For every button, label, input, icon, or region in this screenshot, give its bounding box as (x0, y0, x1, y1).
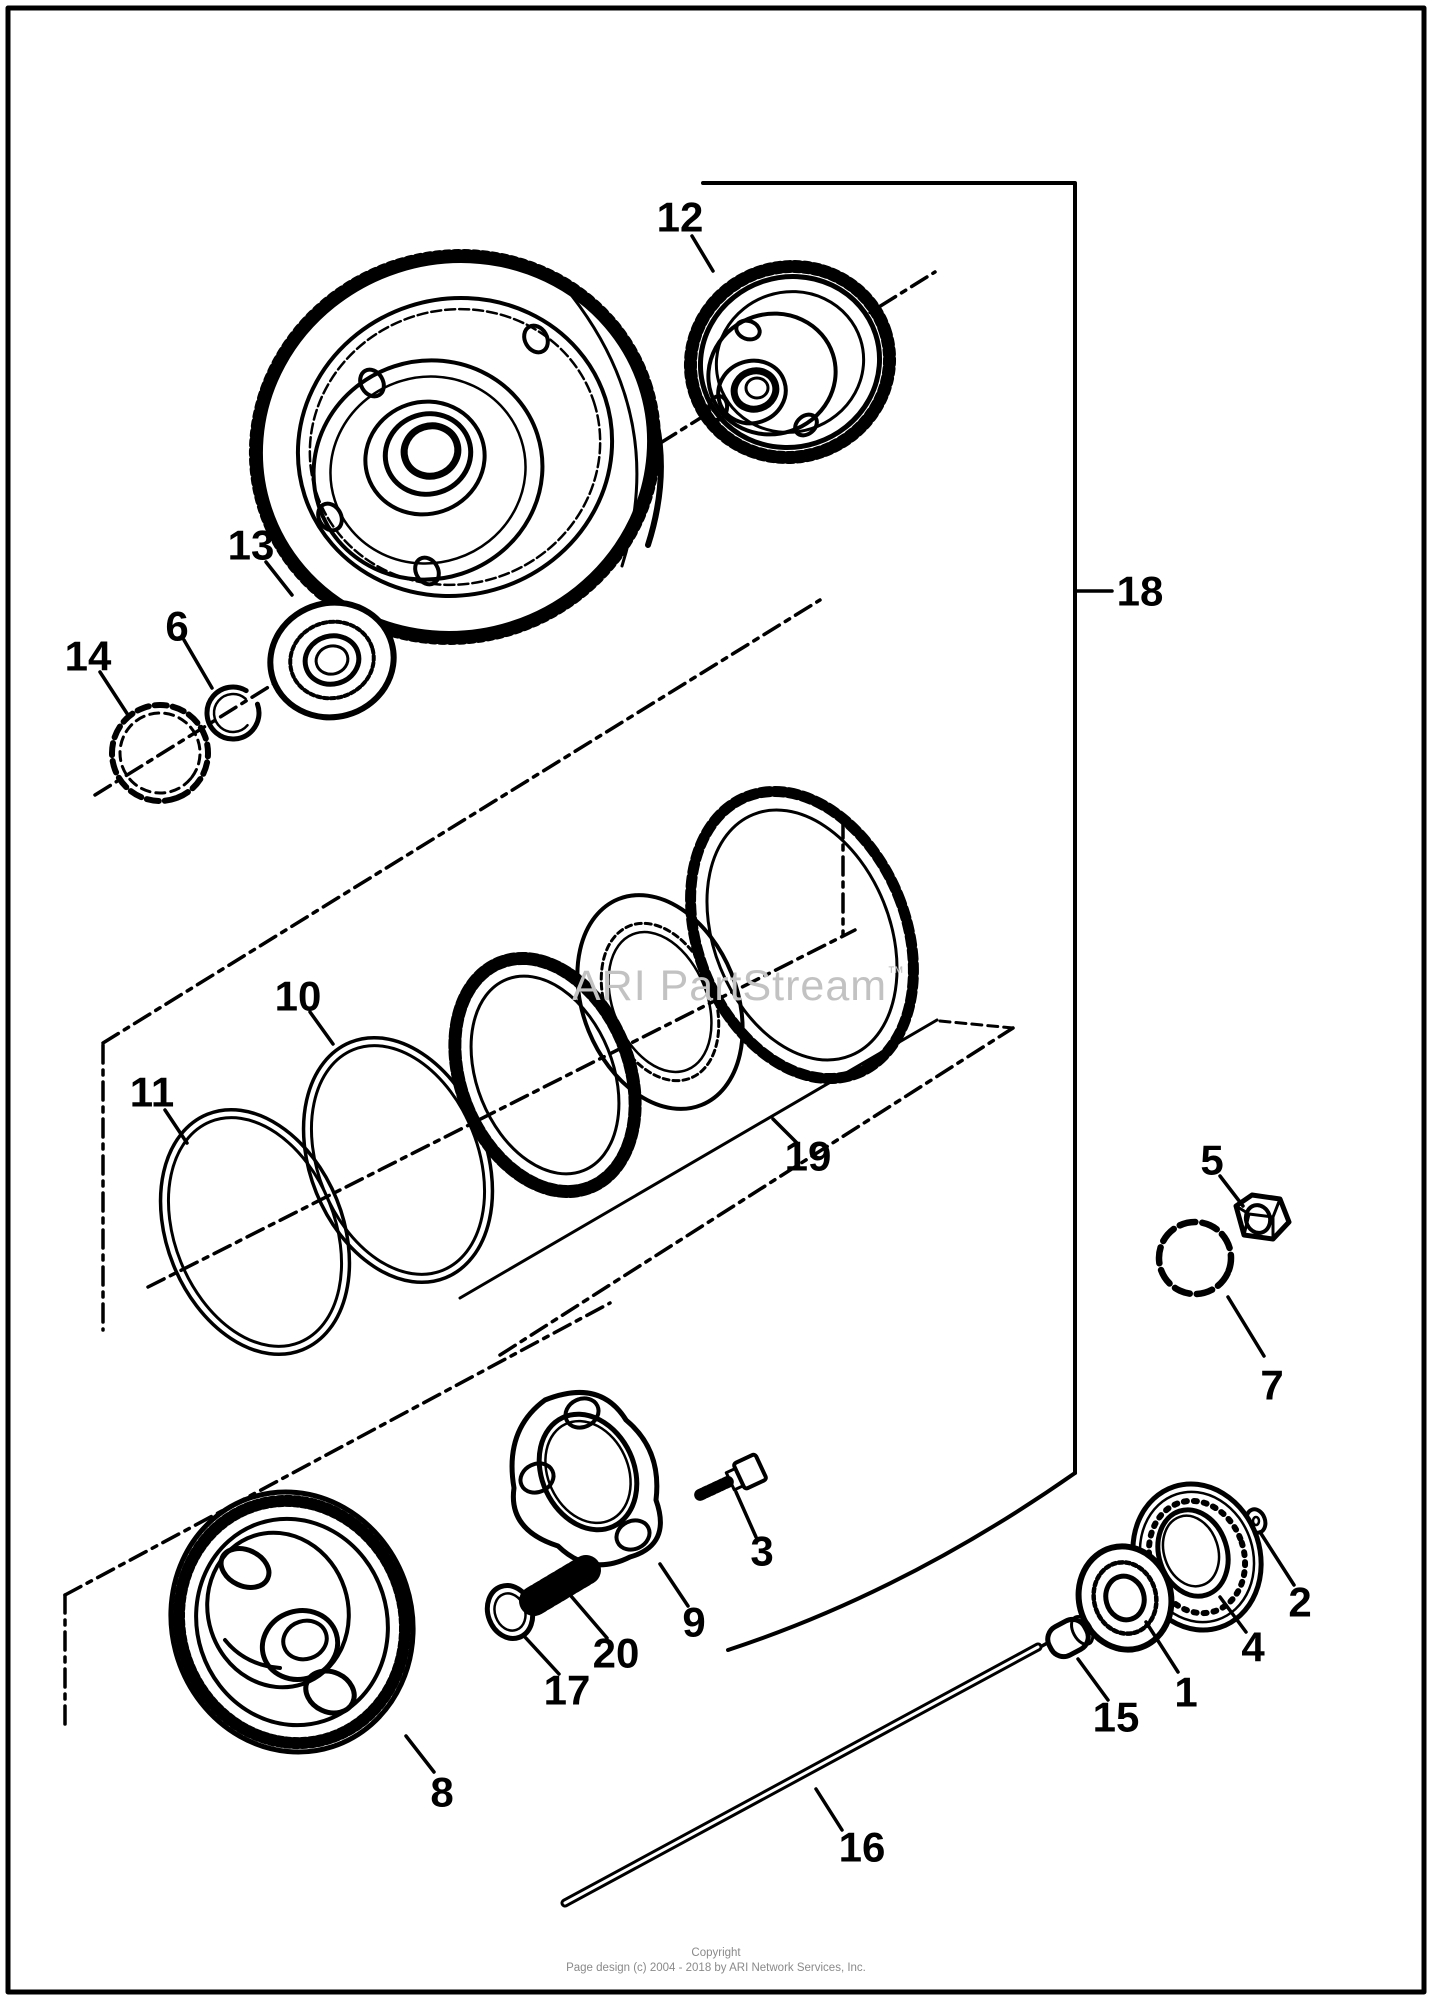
watermark-text: ARI PartStream (572, 962, 888, 1010)
callout-18[interactable]: 18 (1117, 568, 1164, 615)
part-17-washer (484, 1583, 536, 1641)
leader-line-9 (658, 1562, 690, 1608)
leader-line-17 (522, 1634, 561, 1676)
part-14-snap-ring (109, 702, 211, 804)
leader-line-3 (734, 1490, 758, 1539)
copyright-line2: Page design (c) 2004 - 2018 by ARI Netwo… (566, 1961, 866, 1974)
leader-line-19 (771, 1117, 799, 1145)
leader-line-2 (1258, 1530, 1296, 1587)
callout-1[interactable]: 1 (1174, 1669, 1197, 1716)
callout-16[interactable]: 16 (839, 1824, 886, 1871)
leader-line-11 (163, 1108, 189, 1145)
part-5-nut (1233, 1192, 1292, 1242)
callout-17[interactable]: 17 (544, 1667, 591, 1714)
leader-line-12 (690, 234, 715, 273)
leader-line-5 (1218, 1174, 1245, 1208)
callout-14[interactable]: 14 (65, 633, 112, 680)
leader-line-14 (98, 670, 130, 717)
callout-5[interactable]: 5 (1200, 1137, 1223, 1184)
part-19-plate-stack (448, 785, 919, 1199)
part-15-bushing (1045, 1615, 1095, 1660)
ari-partstream-watermark: ARI PartStream™ (572, 962, 905, 1011)
plate-stack-frame (458, 1018, 1015, 1300)
callout-6[interactable]: 6 (165, 603, 188, 650)
part-13-bearing (267, 599, 397, 721)
copyright-line1: Copyright (691, 1947, 741, 1959)
callout-19[interactable]: 19 (785, 1133, 832, 1180)
part-9-flange (509, 1389, 663, 1568)
part-12-gear (683, 260, 897, 464)
part-16-rod (560, 1642, 1043, 1908)
callout-11[interactable]: 11 (130, 1069, 174, 1116)
leader-line-10 (308, 1010, 335, 1046)
callout-9[interactable]: 9 (682, 1599, 705, 1646)
callout-15[interactable]: 15 (1093, 1694, 1140, 1741)
part-10-ring (301, 1035, 495, 1285)
assembly-bracket (701, 181, 1077, 1652)
part-3-bolt (694, 1452, 768, 1501)
clutch-drum (248, 249, 664, 645)
leader-line-1 (1144, 1620, 1180, 1674)
leader-line-6 (182, 638, 214, 690)
part-7-snap-ring (1155, 1218, 1235, 1298)
callout-20[interactable]: 20 (593, 1630, 640, 1677)
part-8-drum (168, 1489, 416, 1755)
callout-12[interactable]: 12 (657, 194, 704, 241)
page-border (5, 5, 1427, 1995)
leader-line-7 (1226, 1295, 1266, 1358)
callout-10[interactable]: 10 (275, 973, 322, 1020)
leader-line-8 (404, 1734, 436, 1774)
watermark-tm: ™ (887, 963, 906, 982)
leader-line-13 (264, 560, 294, 597)
callout-13[interactable]: 13 (228, 522, 275, 569)
callout-8[interactable]: 8 (430, 1769, 453, 1816)
leader-line-4 (1218, 1595, 1248, 1634)
leader-line-20 (569, 1594, 609, 1640)
callout-7[interactable]: 7 (1260, 1362, 1283, 1409)
part-20-spring (519, 1555, 601, 1616)
part-6-snap-ring (204, 684, 262, 742)
callout-4[interactable]: 4 (1241, 1624, 1265, 1671)
leader-line-15 (1076, 1657, 1110, 1702)
callout-3[interactable]: 3 (750, 1528, 773, 1575)
leader-line-16 (814, 1787, 844, 1832)
callout-2[interactable]: 2 (1288, 1579, 1311, 1626)
copyright-footer: Copyright Page design (c) 2004 - 2018 by… (0, 1946, 1432, 1976)
